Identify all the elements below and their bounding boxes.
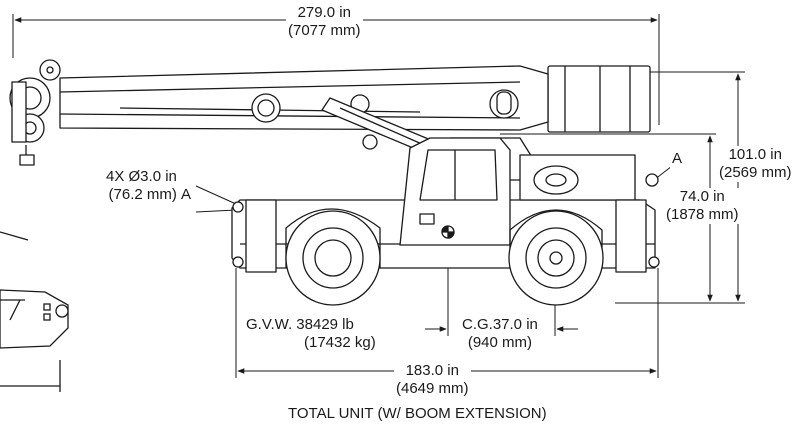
tiedown-ref-rear: A [670,150,685,168]
gvw-lb: G.V.W. 38429 lb [246,316,354,333]
cg-in: C.G.37.0 in [462,316,538,333]
overall-height-label: 101.0 in (2569 mm) [717,146,794,182]
cg-label: C.G.37.0 in (940 mm) [460,316,540,352]
wheelbase-mm: (4649 mm) [396,380,469,397]
wheelbase-in: 183.0 in [405,362,459,379]
crane-body [9,59,660,306]
tiedown-rear [645,173,659,187]
overall-length-label: 279.0 in (7077 mm) [286,4,363,40]
tiedown-label: 4X Ø3.0 in (76.2 mm) [104,168,179,204]
gvw-kg: (17432 kg) [304,334,376,351]
overall-length-mm: (7077 mm) [288,22,361,39]
cab-height-label: 74.0 in (1878 mm) [664,188,741,224]
tiedown-leader-front-2 [195,209,237,213]
cab-height-in: 74.0 in [679,188,725,205]
tiedown-in: 4X Ø3.0 in [106,168,177,185]
gvw-label: G.V.W. 38429 lb (17432 kg) [244,316,378,352]
tiedown-ref-front: A [179,186,194,204]
tiedown-mm: (76.2 mm) [108,186,177,203]
cab-window [419,149,498,201]
overall-height-in: 101.0 in [728,146,782,163]
boom-extension-detail [0,231,69,392]
outrigger-front [245,199,277,273]
cg-mm: (940 mm) [467,334,533,351]
tiedown-front [232,201,244,213]
boom [59,65,549,131]
wheelbase-label: 183.0 in (4649 mm) [394,362,471,398]
outrigger-rear [615,199,647,273]
drawing-caption: TOTAL UNIT (W/ BOOM EXTENSION) [286,405,549,423]
overall-length-in: 279.0 in [297,4,351,21]
overall-height-mm: (2569 mm) [719,164,792,181]
fender-rear [509,209,603,268]
tiedown-leader-front [195,185,237,205]
counterweight [547,65,651,133]
fender-front [285,208,381,268]
cab-height-mm: (1878 mm) [666,206,739,223]
